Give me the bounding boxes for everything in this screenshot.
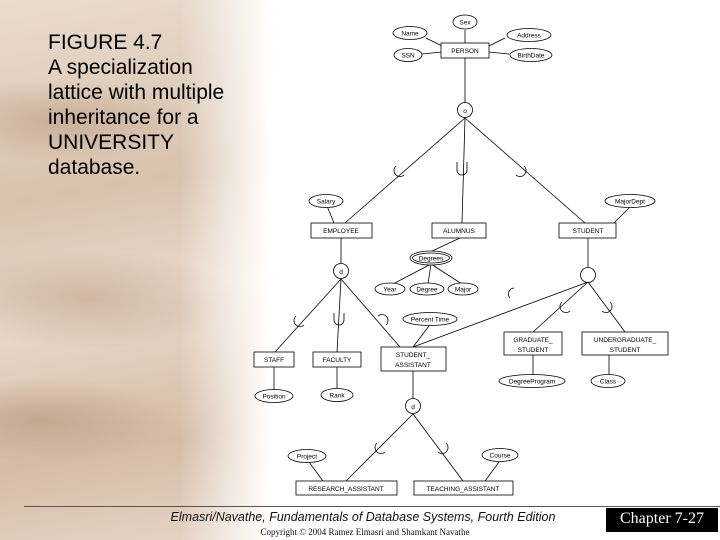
attribute-ellipse: [498, 374, 566, 388]
attribute-ellipse: [374, 282, 406, 296]
entity-research-assistant: RESEARCH_ASSISTANT: [308, 486, 383, 493]
attribute-ellipse: [320, 388, 354, 402]
entity-box: [295, 480, 398, 496]
entity-student: STUDENT: [573, 228, 604, 235]
entity-student-assistant-line1: STUDENT_: [396, 352, 431, 359]
attr-name: Name: [401, 31, 419, 38]
disjoint-label: d: [339, 269, 343, 276]
attr-degrees: Degrees: [419, 256, 444, 263]
entity-faculty: FACULTY: [323, 357, 352, 364]
attribute-ellipse: [590, 374, 626, 388]
subset-symbol: [374, 442, 386, 454]
entity-box: [581, 331, 669, 356]
subset-symbols: [293, 162, 613, 454]
disjoint-circle: [405, 398, 421, 414]
entity-staff: STAFF: [264, 357, 284, 364]
subset-symbol: [377, 314, 389, 326]
entity-graduate-student-line2: STUDENT: [518, 347, 549, 354]
entity-box: [440, 42, 490, 59]
attr-degree-program: DegreeProgram: [509, 379, 555, 386]
attribute-ellipse: [506, 28, 552, 42]
attr-year: Year: [383, 287, 397, 294]
entity-box: [558, 222, 617, 239]
subset-symbol: [333, 313, 345, 326]
attr-project: Project: [297, 454, 317, 461]
entity-box: [431, 222, 487, 239]
subset-symbol: [515, 165, 527, 177]
entity-employee: EMPLOYEE: [323, 228, 359, 235]
attribute-ellipse: [604, 194, 656, 208]
attribute-ellipse: [409, 282, 445, 296]
eer-diagram: o d d PERSON EMPLOYEE ALUMNUS STUDENT ST…: [253, 14, 669, 496]
attr-address: Address: [517, 33, 542, 40]
attr-course: Course: [490, 453, 511, 460]
attr-sex: Sex: [459, 20, 471, 27]
subset-symbol: [456, 162, 468, 176]
subset-symbol: [559, 301, 571, 313]
constraint-circles: o d d: [333, 102, 596, 414]
figure-number: FIGURE 4.7: [48, 31, 163, 54]
overlap-label: o: [463, 108, 467, 115]
entity-boxes: [253, 42, 669, 496]
entity-person: PERSON: [451, 48, 479, 55]
entity-undergraduate-student-line1: UNDERGRADUATE_: [594, 337, 657, 344]
overlap-circle: [457, 102, 473, 118]
attribute-ellipse: [308, 194, 344, 208]
disjoint-circle: [333, 263, 349, 279]
attr-ssn: SSN: [401, 53, 415, 60]
attr-rank: Rank: [329, 393, 345, 400]
footer-book-title: Elmasri/Navathe, Fundamentals of Databas…: [170, 510, 556, 524]
entity-student-assistant-line2: ASSISTANT: [395, 362, 431, 369]
attribute-ellipses: [254, 14, 656, 463]
disjoint-label: d: [411, 404, 415, 411]
footer-copyright: Copyright © 2004 Ramez Elmasri and Shamk…: [260, 527, 470, 537]
attribute-ellipse: [392, 26, 428, 40]
entity-box: [253, 351, 295, 368]
entity-box: [380, 346, 447, 372]
attribute-labels: Name Sex Address SSN BirthDate Salary Ma…: [262, 20, 645, 461]
subset-symbol: [437, 442, 449, 454]
attribute-ellipse: [393, 48, 423, 62]
entity-box: [503, 331, 563, 356]
figure-caption: FIGURE 4.7 A specialization lattice with…: [48, 30, 278, 180]
entity-labels: PERSON EMPLOYEE ALUMNUS STUDENT STAFF FA…: [264, 48, 657, 493]
attribute-ellipse: [481, 448, 519, 462]
attr-percent-time: Percent Time: [411, 317, 450, 324]
chapter-label: Chapter 7-27: [606, 508, 718, 532]
student-specialization-circle: [580, 267, 596, 283]
attribute-ellipse: [447, 282, 479, 296]
attr-salary: Salary: [317, 199, 336, 206]
attr-major-dept: MajorDept: [615, 199, 645, 206]
entity-undergraduate-student-line2: STUDENT: [610, 347, 641, 354]
multivalued-ellipse-inner: [412, 252, 450, 264]
figure-caption-text: A specialization lattice with multiple i…: [48, 56, 225, 179]
footer-divider: [24, 506, 720, 507]
entity-graduate-student-line1: GRADUATE_: [513, 337, 553, 344]
attribute-ellipse: [287, 449, 327, 463]
attr-degree: Degree: [416, 287, 438, 294]
attribute-ellipse: [254, 389, 294, 403]
entity-box: [310, 222, 373, 239]
background-fade: [180, 0, 270, 540]
relationship-lines: [273, 30, 632, 482]
entity-box: [413, 480, 514, 496]
entity-teaching-assistant: TEACHING_ASSISTANT: [427, 486, 500, 493]
attribute-ellipse: [402, 312, 458, 326]
subset-symbol: [393, 165, 405, 177]
attr-class: Class: [600, 379, 617, 386]
entity-box: [312, 351, 362, 368]
attribute-ellipse: [452, 14, 478, 30]
attribute-ellipse: [509, 48, 553, 62]
entity-alumnus: ALUMNUS: [443, 228, 475, 235]
subset-symbol: [293, 315, 305, 327]
attr-birth-date: BirthDate: [517, 53, 544, 60]
subset-symbol: [601, 301, 613, 313]
attr-major: Major: [455, 287, 472, 294]
attr-position: Position: [262, 394, 286, 401]
subset-symbol: [508, 287, 515, 299]
